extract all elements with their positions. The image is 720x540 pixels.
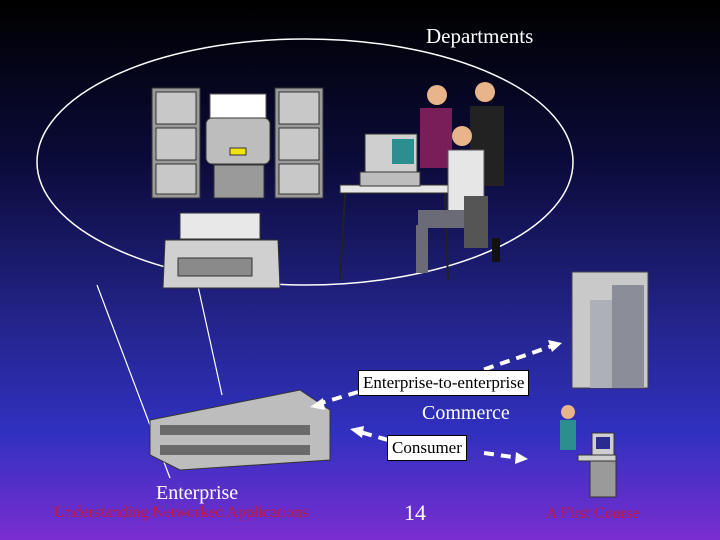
filing-cabinet-icon bbox=[151, 87, 324, 199]
departments-ellipse bbox=[36, 38, 574, 286]
slide-title: Departments bbox=[426, 24, 534, 48]
footer-right-text: A First Course bbox=[546, 505, 640, 522]
consumer-computer-icon bbox=[560, 405, 617, 498]
office-workers-icon bbox=[339, 82, 504, 281]
label-consumer: Consumer bbox=[387, 435, 467, 461]
label-commerce: Commerce bbox=[422, 402, 510, 424]
page-number: 14 bbox=[404, 500, 426, 525]
typewriter-icon bbox=[162, 212, 281, 289]
office-tower-icon bbox=[571, 271, 649, 389]
enterprise-building-icon bbox=[149, 389, 331, 471]
printer-icon bbox=[205, 93, 271, 165]
label-enterprise: Enterprise bbox=[156, 482, 239, 504]
footer-left-text: Understanding Networked Applications bbox=[54, 504, 309, 521]
label-enterprise-to-enterprise: Enterprise-to-enterprise bbox=[358, 370, 530, 396]
arrows bbox=[310, 340, 562, 464]
